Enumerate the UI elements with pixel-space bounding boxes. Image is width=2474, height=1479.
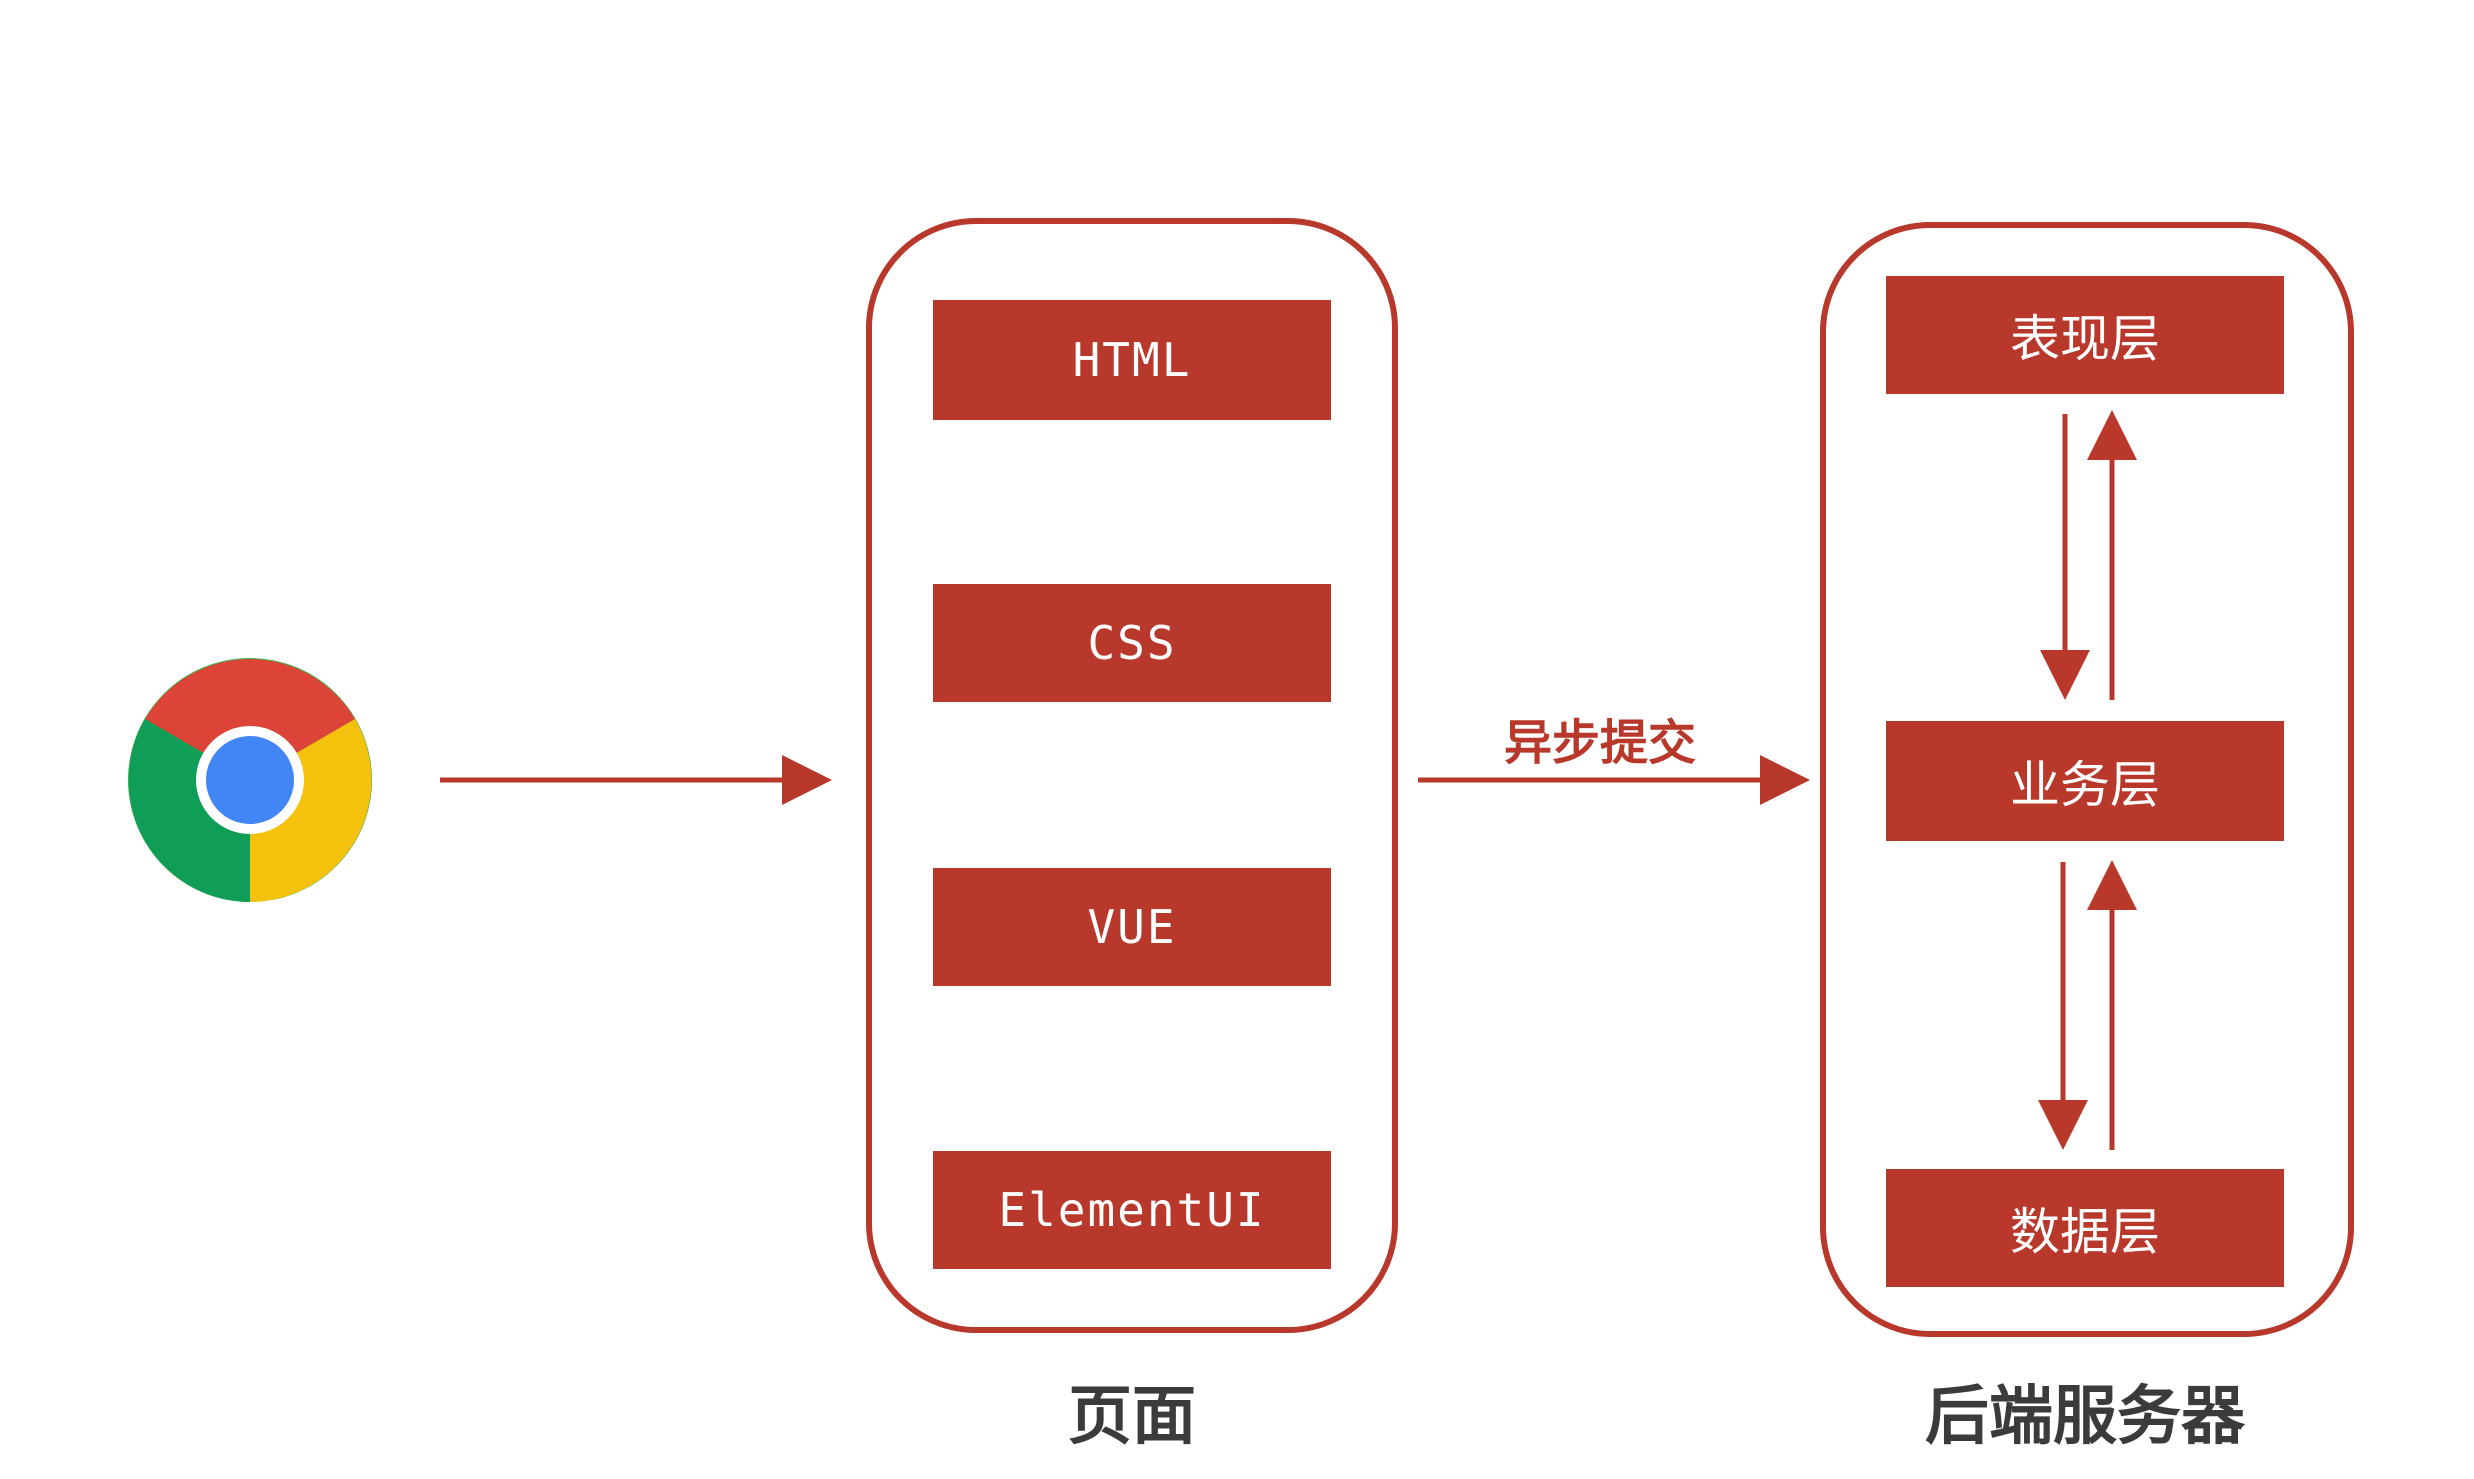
vue-box-label: VUE [1087, 900, 1177, 954]
async-submit-label: 异步提交 [1503, 715, 1696, 771]
html-box-label: HTML [1072, 333, 1192, 387]
html-box: HTML [933, 300, 1331, 420]
css-box-label: CSS [1087, 616, 1177, 670]
css-box: CSS [933, 584, 1331, 702]
backend-group-panel [1820, 222, 2354, 1337]
business-layer-label: 业务层 [2010, 756, 2160, 814]
presentation-layer-box: 表现层 [1886, 276, 2284, 394]
page-group-panel [866, 218, 1398, 1333]
vue-box: VUE [933, 868, 1331, 986]
data-layer-label: 数据层 [2010, 1203, 2160, 1261]
elementui-box: ElementUI [933, 1151, 1331, 1269]
chrome-icon [128, 658, 372, 902]
backend-group-caption: 后端服务器 [1925, 1380, 2245, 1454]
elementui-box-label: ElementUI [998, 1183, 1266, 1237]
page-group-caption: 页面 [1068, 1380, 1196, 1454]
business-layer-box: 业务层 [1886, 721, 2284, 841]
data-layer-box: 数据层 [1886, 1169, 2284, 1287]
presentation-layer-label: 表现层 [2010, 310, 2160, 368]
